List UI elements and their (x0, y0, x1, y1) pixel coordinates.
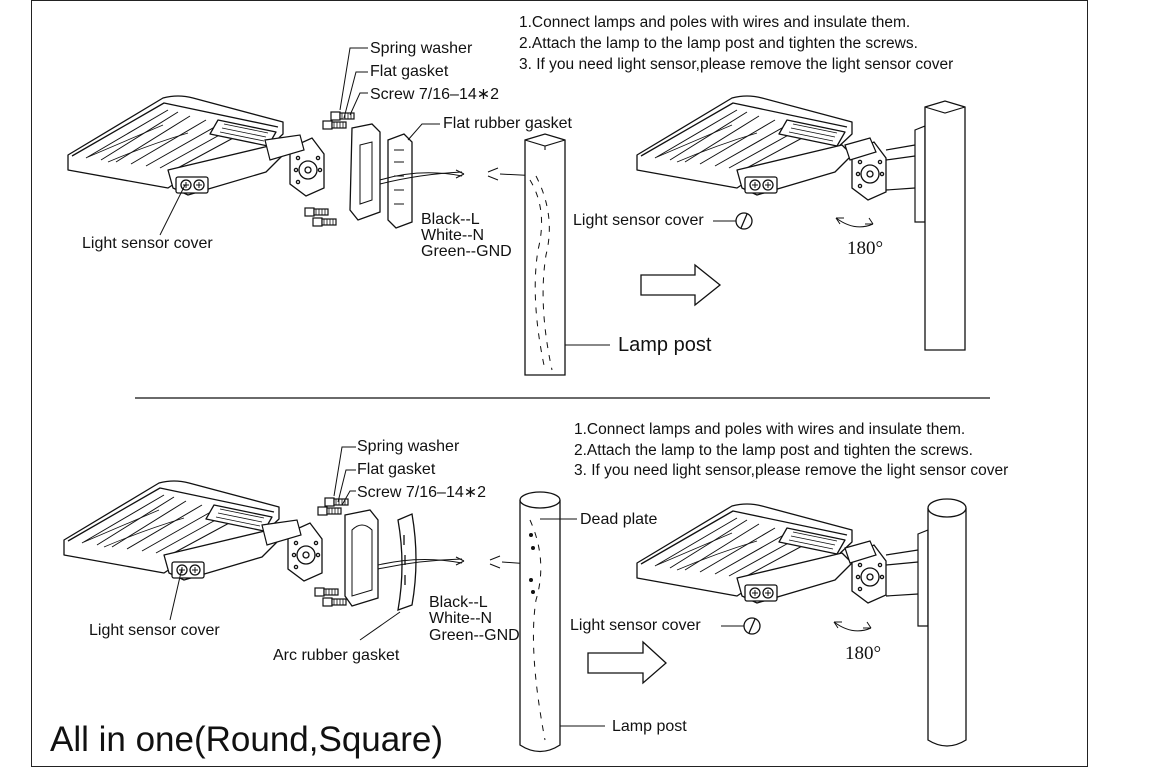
bottom-wire-black: Black--L (429, 594, 488, 611)
top-label-flat-gasket: Flat gasket (370, 63, 449, 80)
top-label-spring-washer: Spring washer (370, 40, 473, 57)
bottom-rotation-label: 180° (845, 643, 882, 664)
top-label-light-sensor-cover-right: Light sensor cover (573, 212, 704, 229)
top-step-3: 3. If you need light sensor,please remov… (519, 56, 954, 73)
top-wire-green: Green--GND (421, 243, 512, 260)
bottom-label-light-sensor-cover-right: Light sensor cover (570, 617, 701, 634)
top-label-flat-rubber-gasket: Flat rubber gasket (443, 115, 572, 132)
bottom-label-light-sensor-cover-left: Light sensor cover (89, 622, 220, 639)
bottom-label-flat-gasket: Flat gasket (357, 461, 436, 478)
top-wire-black: Black--L (421, 211, 480, 228)
bottom-wire-white: White--N (429, 610, 493, 627)
footer-title: All in one(Round,Square) (50, 720, 444, 759)
top-wire-white: White--N (421, 227, 485, 244)
top-label-screw: Screw 7/16–14∗2 (370, 86, 500, 103)
top-label-lamp-post: Lamp post (618, 334, 712, 356)
bottom-label-arc-rubber-gasket: Arc rubber gasket (273, 647, 400, 664)
bottom-label-lamp-post: Lamp post (612, 718, 687, 735)
top-rotation-label: 180° (847, 238, 884, 259)
top-exploded-lamp (67, 95, 325, 197)
top-step-1: 1.Connect lamps and poles with wires and… (519, 14, 911, 31)
bottom-label-dead-plate: Dead plate (580, 511, 658, 528)
top-step-2: 2.Attach the lamp to the lamp post and t… (519, 35, 918, 52)
bottom-label-spring-washer: Spring washer (357, 438, 460, 455)
bottom-label-screw: Screw 7/16–14∗2 (357, 484, 487, 501)
bottom-wire-green: Green--GND (429, 627, 520, 644)
bottom-step-3: 3. If you need light sensor,please remov… (574, 462, 1009, 479)
bottom-step-2: 2.Attach the lamp to the lamp post and t… (574, 442, 973, 459)
top-label-light-sensor-cover-left: Light sensor cover (82, 235, 213, 252)
bottom-step-1: 1.Connect lamps and poles with wires and… (574, 421, 966, 438)
